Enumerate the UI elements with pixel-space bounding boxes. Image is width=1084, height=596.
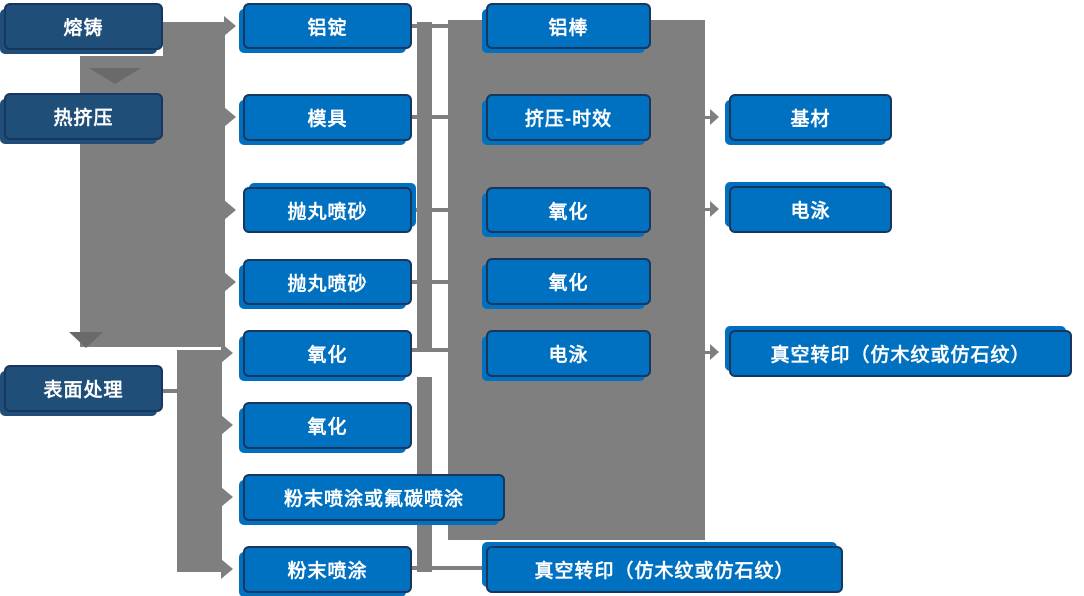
node-label: 粉末喷涂或氟碳喷涂 <box>283 489 464 510</box>
connector-tick <box>410 566 488 570</box>
node-oxidation-4: 氧化 <box>486 258 651 305</box>
connector-tick <box>410 348 450 352</box>
node-oxidation-3: 氧化 <box>486 187 651 233</box>
node-electrophoresis-2: 电泳 <box>729 186 892 233</box>
arrow-right-icon <box>224 107 236 127</box>
node-substrate: 基材 <box>729 94 892 141</box>
arrow-right-icon <box>224 200 236 220</box>
node-label: 挤压-时效 <box>524 109 613 130</box>
node-label: 铝锭 <box>307 17 348 39</box>
connector-surface-band <box>177 350 222 572</box>
arrow-right-icon <box>224 272 236 292</box>
connector-tick <box>410 208 450 212</box>
node-aluminum-rod: 铝棒 <box>486 3 651 49</box>
node-label: 电泳 <box>790 201 831 222</box>
node-oxidation-1: 氧化 <box>243 330 412 377</box>
arrow-right-icon <box>710 109 719 125</box>
node-vacuum-transfer-2: 真空转印（仿木纹或仿石纹） <box>729 330 1072 377</box>
node-label: 真空转印（仿木纹或仿石纹） <box>770 345 1031 366</box>
node-electrophoresis-1: 电泳 <box>486 330 651 377</box>
arrow-down-icon <box>89 68 141 84</box>
node-label: 基材 <box>790 109 831 130</box>
node-label: 真空转印（仿木纹或仿石纹） <box>534 561 795 582</box>
connector-stem <box>703 116 711 119</box>
node-oxidation-2: 氧化 <box>243 402 412 449</box>
node-label: 表面处理 <box>43 380 124 401</box>
node-surface-treatment: 表面处理 <box>4 365 163 412</box>
node-label: 模具 <box>307 109 348 130</box>
connector-left-band-right <box>163 22 225 347</box>
node-shot-blasting-1: 抛丸喷砂 <box>243 187 412 233</box>
arrow-right-icon <box>221 343 233 363</box>
connector-tick <box>410 280 450 284</box>
node-shot-blasting-2: 抛丸喷砂 <box>243 259 412 305</box>
node-label: 抛丸喷砂 <box>287 273 368 295</box>
connector-tick <box>410 115 450 119</box>
connector-tick <box>410 24 450 28</box>
connector-surface-link <box>161 389 177 393</box>
node-label: 氧化 <box>307 345 348 366</box>
node-label: 粉末喷涂 <box>287 561 368 582</box>
connector-mid-bar-upper <box>417 22 432 352</box>
node-label: 氧化 <box>548 201 589 223</box>
node-label: 氧化 <box>548 273 589 294</box>
arrow-right-icon <box>710 344 719 360</box>
node-vacuum-transfer-1: 真空转印（仿木纹或仿石纹） <box>486 546 843 593</box>
connector-stem <box>703 208 711 211</box>
connector-stem <box>703 351 711 354</box>
arrow-right-icon <box>221 487 233 507</box>
node-label: 热挤压 <box>53 108 114 129</box>
arrow-right-icon <box>221 415 233 435</box>
node-aluminum-ingot: 铝锭 <box>243 3 412 49</box>
node-powder-coating: 粉末喷涂 <box>243 546 412 593</box>
node-label: 熔铸 <box>63 18 104 39</box>
node-label: 铝棒 <box>548 17 589 39</box>
node-powder-or-fluorocarbon: 粉末喷涂或氟碳喷涂 <box>243 474 505 521</box>
arrow-down-icon <box>69 332 103 348</box>
node-label: 氧化 <box>307 417 348 438</box>
node-label: 电泳 <box>548 345 589 366</box>
node-melting: 熔铸 <box>4 3 163 50</box>
node-mold: 模具 <box>243 94 412 141</box>
arrow-right-icon <box>710 201 719 217</box>
node-hot-extrusion: 热挤压 <box>4 93 163 140</box>
node-extrusion-aging: 挤压-时效 <box>486 94 651 141</box>
arrow-right-icon <box>221 559 233 579</box>
node-label: 抛丸喷砂 <box>287 201 368 223</box>
arrow-right-icon <box>224 16 236 36</box>
